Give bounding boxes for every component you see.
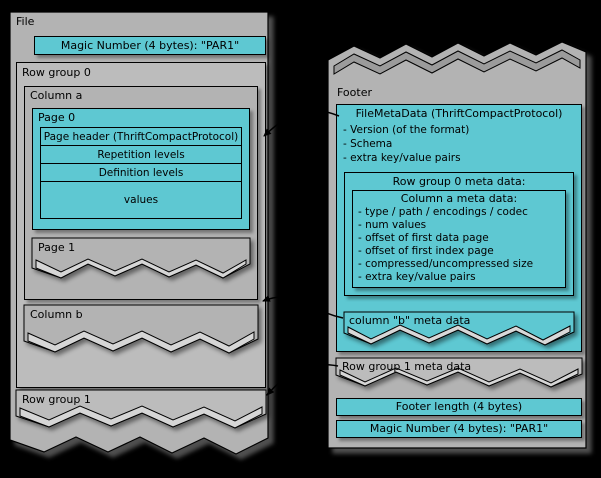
- column-a-meta-box: [352, 190, 566, 288]
- values-bar: values: [40, 181, 242, 219]
- footer-panel-title: Footer: [337, 86, 372, 99]
- file-metadata-title: FileMetaData (ThriftCompactProtocol): [355, 107, 563, 120]
- page-0-title: Page 0: [38, 111, 76, 124]
- row-group-1-meta-title: Row group 1 meta data: [342, 360, 472, 373]
- column-b-tear-strip: [27, 330, 255, 354]
- footer-length-bar: [336, 398, 582, 416]
- column-a-meta-item-size: - compressed/uncompressed size: [358, 258, 534, 270]
- column-b-meta-tear-strip: [347, 324, 571, 346]
- column-a-meta-item-numvalues: - num values: [358, 219, 427, 231]
- column-a-meta-item-extra: - extra key/value pairs: [358, 271, 476, 283]
- footer-tear-strip: [333, 49, 581, 75]
- column-b-meta-title: column "b" meta data: [349, 314, 471, 327]
- column-b-meta-torn-box: [343, 311, 575, 346]
- page-1-tear-strip: [35, 258, 247, 279]
- page-1-title: Page 1: [38, 241, 76, 254]
- definition-levels-bar: Definition levels: [40, 163, 242, 182]
- file-metadata-item-extra: - extra key/value pairs: [343, 152, 461, 164]
- column-a-meta-title: Column a meta data:: [400, 192, 518, 205]
- row-group-1-torn-box: [15, 389, 267, 429]
- magic-number-bottom-label: Magic Number (4 bytes): "PAR1": [369, 422, 549, 435]
- column-b-title: Column b: [30, 308, 83, 321]
- row-group-1-meta-torn-box: [335, 357, 583, 388]
- row-group-1-title: Row group 1: [22, 393, 91, 406]
- column-b-torn-box: [23, 304, 259, 354]
- page-header-bar: Page header (ThriftCompactProtocol): [40, 127, 242, 146]
- magic-number-bottom-bar: [336, 420, 582, 438]
- row-group-0-meta-title: Row group 0 meta data:: [392, 175, 526, 188]
- file-panel-title: File: [16, 15, 35, 28]
- page-1-torn-box: [31, 237, 251, 279]
- magic-number-top-label: Magic Number (4 bytes): "PAR1": [60, 39, 240, 52]
- file-metadata-item-schema: - Schema: [343, 138, 393, 150]
- row-group-1-meta-tear-strip: [339, 367, 579, 388]
- file-metadata-item-version: - Version (of the format): [343, 124, 470, 136]
- column-a-title: Column a: [30, 89, 83, 102]
- column-a-meta-item-type: - type / path / encodings / codec: [358, 206, 528, 218]
- row-group-1-tear-strip: [19, 405, 263, 429]
- repetition-levels-bar: Repetition levels: [40, 145, 242, 164]
- column-a-meta-item-offset-index: - offset of first index page: [358, 245, 494, 257]
- magic-number-top-bar: [34, 36, 266, 55]
- column-a-meta-item-offset-data: - offset of first data page: [358, 232, 489, 244]
- row-group-0-title: Row group 0: [22, 66, 91, 79]
- footer-length-label: Footer length (4 bytes): [395, 400, 523, 413]
